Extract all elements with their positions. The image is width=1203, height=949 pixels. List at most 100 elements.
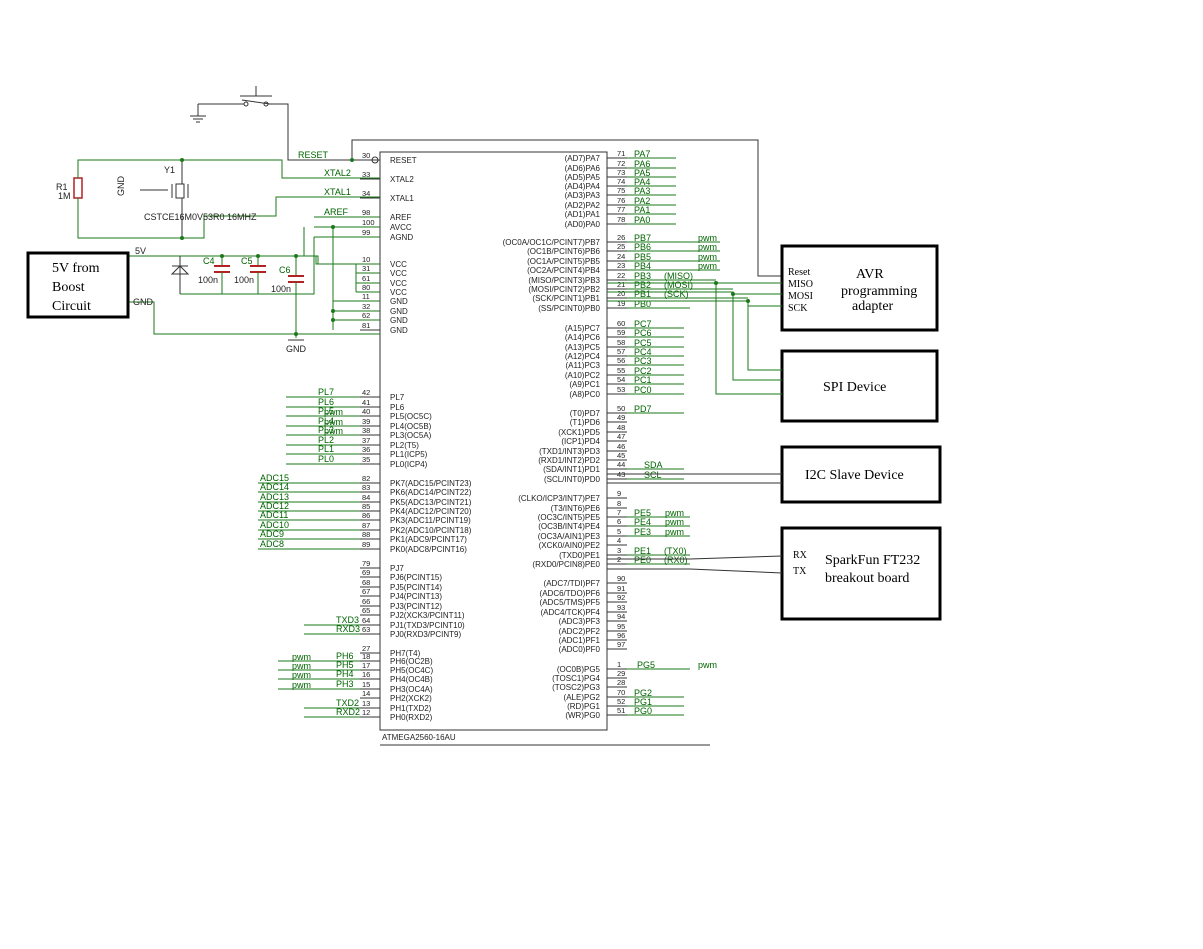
svg-text:PH6(OC2B): PH6(OC2B) (390, 657, 433, 666)
svg-text:PC0: PC0 (634, 385, 652, 395)
svg-text:PA4: PA4 (634, 177, 650, 187)
net-label-right: PD7 (627, 404, 684, 414)
svg-text:(A9)PC1: (A9)PC1 (569, 380, 600, 389)
svg-text:9: 9 (617, 489, 621, 498)
svg-text:13: 13 (362, 699, 370, 708)
svg-text:PK5(ADC13/PCINT21): PK5(ADC13/PCINT21) (390, 498, 472, 507)
mcu-pin-right: 9(CLKO/ICP3/INT7)PE7 (518, 489, 627, 503)
net-label-right: SDA (627, 460, 684, 470)
svg-text:PK6(ADC14/PCINT22): PK6(ADC14/PCINT22) (390, 488, 472, 497)
capacitor-c5: C5 100n (234, 256, 266, 294)
svg-text:Circuit: Circuit (52, 299, 91, 314)
svg-text:(SS/PCINT0)PB0: (SS/PCINT0)PB0 (538, 304, 600, 313)
net-label-right: PA0 (627, 215, 676, 225)
svg-text:AVCC: AVCC (390, 223, 412, 232)
svg-text:AGND: AGND (390, 233, 413, 242)
svg-text:PG1: PG1 (634, 697, 652, 707)
svg-text:pwm: pwm (324, 426, 343, 436)
mcu-pin-right: 93(ADC4/TCK)PF4 (540, 603, 627, 617)
svg-text:RXD3: RXD3 (336, 624, 360, 634)
mcu-pin-right: 50(T0)PD7 (570, 404, 627, 418)
svg-text:PE0: PE0 (634, 555, 651, 565)
net-label-right: PC3 (627, 356, 684, 366)
svg-text:pwm: pwm (324, 417, 343, 427)
svg-text:PG0: PG0 (634, 706, 652, 716)
svg-text:R1: R1 (56, 182, 68, 192)
svg-text:pwm: pwm (698, 261, 717, 271)
svg-text:PB2: PB2 (634, 280, 651, 290)
svg-text:55: 55 (617, 366, 625, 375)
svg-text:14: 14 (362, 689, 370, 698)
svg-text:I2C Slave Device: I2C Slave Device (805, 468, 904, 483)
svg-text:30: 30 (362, 151, 370, 160)
svg-text:AREF: AREF (324, 207, 349, 217)
mcu-pin-right: 49(T1)PD6 (570, 413, 627, 427)
svg-text:AREF: AREF (390, 213, 411, 222)
svg-text:(OC1B/PCINT6)PB6: (OC1B/PCINT6)PB6 (527, 247, 600, 256)
svg-text:48: 48 (617, 423, 625, 432)
svg-text:59: 59 (617, 328, 625, 337)
svg-text:99: 99 (362, 228, 370, 237)
svg-text:PC5: PC5 (634, 338, 652, 348)
svg-text:PC6: PC6 (634, 328, 652, 338)
net-label-right: PC7 (627, 319, 684, 329)
svg-text:PK0(ADC8/PCINT16): PK0(ADC8/PCINT16) (390, 545, 467, 554)
svg-text:PC2: PC2 (634, 366, 652, 376)
svg-text:(RXD0/PCIN8)PE0: (RXD0/PCIN8)PE0 (532, 560, 600, 569)
svg-text:(T0)PD7: (T0)PD7 (570, 409, 601, 418)
svg-text:C5: C5 (241, 256, 253, 266)
svg-text:(ALE)PG2: (ALE)PG2 (564, 693, 601, 702)
svg-text:84: 84 (362, 493, 370, 502)
net-label-left: ADC8 (258, 539, 360, 550)
svg-text:(ADC5/TMS)PF5: (ADC5/TMS)PF5 (540, 598, 601, 607)
svg-text:68: 68 (362, 578, 370, 587)
svg-text:pwm: pwm (292, 652, 311, 662)
svg-text:(AD2)PA2: (AD2)PA2 (565, 201, 601, 210)
net-label-right: PC0 (627, 385, 684, 395)
mcu-name: ATMEGA2560-16AU (382, 733, 456, 742)
svg-text:XTAL2: XTAL2 (390, 175, 414, 184)
svg-text:(SCK/PCINT1)PB1: (SCK/PCINT1)PB1 (532, 294, 600, 303)
svg-text:pwm: pwm (665, 517, 684, 527)
svg-text:5: 5 (617, 527, 621, 536)
svg-text:(AD1)PA1: (AD1)PA1 (565, 210, 601, 219)
svg-text:45: 45 (617, 451, 625, 460)
svg-text:73: 73 (617, 168, 625, 177)
svg-text:12: 12 (362, 708, 370, 717)
svg-text:56: 56 (617, 356, 625, 365)
net-label-right: PG0 (627, 706, 684, 716)
svg-text:PH4: PH4 (336, 669, 354, 679)
svg-text:PB0: PB0 (634, 299, 651, 309)
ft232-block: SparkFun FT232 breakout board RX TX (780, 526, 942, 621)
svg-text:PE4: PE4 (634, 517, 651, 527)
svg-text:88: 88 (362, 530, 370, 539)
svg-text:PJ3(PCINT12): PJ3(PCINT12) (390, 602, 442, 611)
svg-text:(RD)PG1: (RD)PG1 (567, 702, 600, 711)
svg-text:PG5: PG5 (637, 660, 655, 670)
mcu-pin-right: 74(AD4)PA4 (565, 177, 627, 191)
svg-text:91: 91 (617, 584, 625, 593)
svg-text:(ADC0)PF0: (ADC0)PF0 (559, 645, 601, 654)
svg-text:(XCK1)PD5: (XCK1)PD5 (558, 428, 600, 437)
mcu-pin-right: 97(ADC0)PF0 (559, 640, 627, 654)
net-label-left: PL7 (286, 387, 360, 398)
svg-text:51: 51 (617, 706, 625, 715)
power-supply-block: 5V from Boost Circuit (26, 251, 130, 319)
svg-text:(A10)PC2: (A10)PC2 (565, 371, 601, 380)
svg-text:74: 74 (617, 177, 625, 186)
svg-text:42: 42 (362, 388, 370, 397)
svg-text:C4: C4 (203, 256, 215, 266)
mcu-pin-right: 19(SS/PCINT0)PB0 (538, 299, 627, 313)
svg-text:(XCK0/AIN0)PE2: (XCK0/AIN0)PE2 (539, 541, 601, 550)
svg-text:PG2: PG2 (634, 688, 652, 698)
